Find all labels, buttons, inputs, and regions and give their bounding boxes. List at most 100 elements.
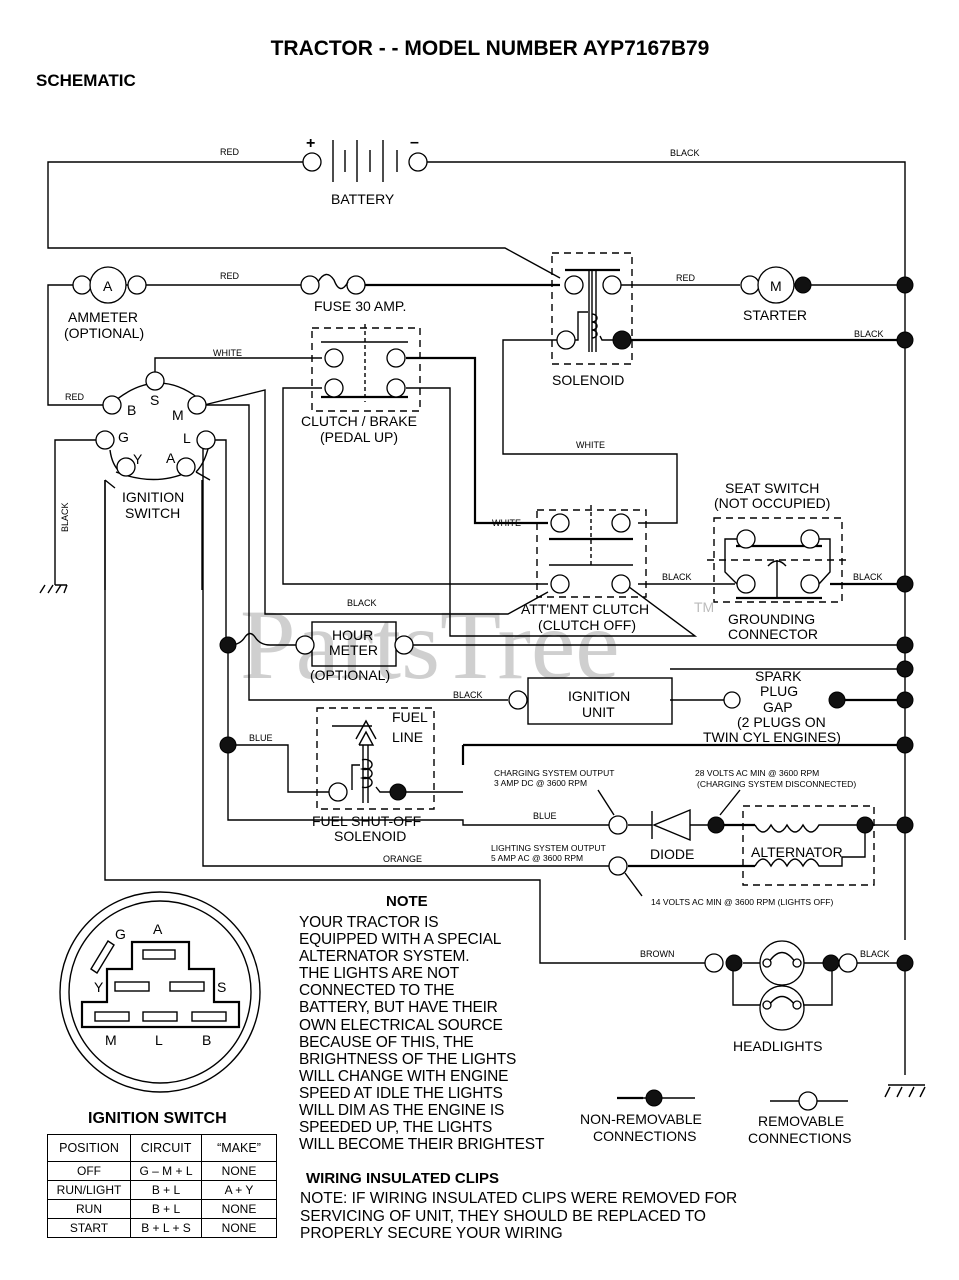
fuse: FUSE 30 AMP. [300, 273, 406, 314]
ignition-unit: IGNITION UNIT [508, 677, 673, 725]
note-line: WILL DIM AS THE ENGINE IS [299, 1102, 505, 1120]
wire-label-brown: BROWN [640, 949, 675, 959]
wires [47, 161, 906, 1075]
headlights: HEADLIGHTS [704, 940, 858, 1054]
note-line: SPEED AT IDLE THE LIGHTS [299, 1084, 503, 1102]
headlights-label: HEADLIGHTS [733, 1038, 822, 1054]
wire-label-black: BLACK [860, 949, 890, 959]
grounding-label: GROUNDING [728, 611, 815, 627]
fuse-label: FUSE 30 AMP. [314, 298, 406, 314]
column-header: CIRCUIT [130, 1134, 202, 1162]
fuel-solenoid-label2: SOLENOID [334, 828, 406, 844]
lighting-output-spec: 5 AMP AC @ 3600 RPM [491, 853, 583, 863]
solenoid-label: SOLENOID [552, 372, 624, 388]
attachment-clutch-switch: ATT'MENT CLUTCH (CLUTCH OFF) [521, 505, 649, 633]
wire-label-black: BLACK [853, 572, 883, 582]
wire-label-black: BLACK [453, 690, 483, 700]
battery: + – BATTERY [302, 134, 428, 207]
wire-label-white: WHITE [576, 440, 605, 450]
legend-non-removable-2: CONNECTIONS [593, 1128, 696, 1144]
ammeter-symbol: A [103, 278, 113, 294]
wire-label-red: RED [220, 147, 240, 157]
column-header: POSITION [47, 1134, 131, 1162]
volts28-note: (CHARGING SYSTEM DISCONNECTED) [697, 779, 856, 789]
ammeter: A AMMETER (OPTIONAL) [64, 266, 147, 341]
diode-label: DIODE [650, 846, 694, 862]
terminal-b: B [127, 402, 136, 418]
ammeter-label: AMMETER [68, 309, 138, 325]
clips-line: PROPERLY SECURE YOUR WIRING [300, 1225, 563, 1242]
ignition-unit-label: IGNITION [568, 688, 630, 704]
battery-label: BATTERY [331, 191, 395, 207]
ignition-unit-label2: UNIT [582, 704, 615, 720]
lighting-output-label: LIGHTING SYSTEM OUTPUT [491, 843, 606, 853]
spark-plug-note2: TWIN CYL ENGINES) [703, 729, 841, 745]
wire-label-black: BLACK [854, 329, 884, 339]
hour-meter: HOUR METER (OPTIONAL) [295, 621, 414, 683]
clips-note: NOTE: IF WIRING INSULATED CLIPS WERE REM… [300, 1190, 800, 1243]
seat-switch: SEAT SWITCH (NOT OCCUPIED) GROUNDING CON… [707, 480, 850, 642]
fuel-line-label2: LINE [392, 729, 423, 745]
clutch-brake-state: (PEDAL UP) [320, 429, 398, 445]
charging-output-label: CHARGING SYSTEM OUTPUT [494, 768, 614, 778]
ammeter-optional: (OPTIONAL) [64, 325, 144, 341]
watermark-tm: TM [694, 599, 714, 615]
spark-plug-note: (2 PLUGS ON [737, 714, 826, 730]
wire-labels: RED BLACK RED RED BLACK WHITE RED WHITE … [60, 147, 890, 959]
fuel-shutoff-solenoid: FUEL LINE FUEL SHUT-OFF SOLENOID [312, 707, 435, 844]
table-cell: NONE [201, 1161, 277, 1181]
legend-removable: REMOVABLE [758, 1113, 844, 1129]
table-cell: B + L [130, 1180, 202, 1200]
table-cell: RUN [47, 1199, 131, 1219]
note-line: EQUIPPED WITH A SPECIAL [299, 931, 502, 949]
table-row: OFF G – M + L NONE [47, 1161, 277, 1181]
grounding-label2: CONNECTOR [728, 626, 818, 642]
note-line: BRIGHTNESS OF THE LIGHTS [299, 1050, 517, 1068]
table-row: RUN/LIGHT B + L A + Y [47, 1180, 277, 1200]
table-cell: B + L [130, 1199, 202, 1219]
clips-line: NOTE: IF WIRING INSULATED CLIPS WERE REM… [300, 1190, 738, 1207]
att-clutch-state: (CLUTCH OFF) [538, 617, 636, 633]
clips-line: SERVICING OF UNIT, THEY SHOULD BE REPLAC… [300, 1207, 706, 1225]
table-header-row: POSITION CIRCUIT “MAKE” [47, 1134, 277, 1162]
ignition-table-title: IGNITION SWITCH [88, 1110, 227, 1127]
wire-label-red: RED [676, 273, 696, 283]
note-line: THE LIGHTS ARE NOT [299, 965, 460, 983]
spark-plug-label2: PLUG [760, 683, 798, 699]
terminal-l: L [183, 430, 191, 446]
wire-label-blue: BLUE [249, 733, 273, 743]
note-line: WILL BECOME THEIR BRIGHTEST [299, 1136, 545, 1154]
clutch-brake-label: CLUTCH / BRAKE [301, 413, 417, 429]
wire-label-red: RED [220, 271, 240, 281]
note-line: WILL CHANGE WITH ENGINE [299, 1067, 509, 1085]
battery-minus: – [410, 134, 419, 151]
ignition-switch-label2: SWITCH [125, 505, 180, 521]
ground-icon [39, 584, 68, 594]
wire-label-orange: ORANGE [383, 854, 422, 864]
table-cell: A + Y [201, 1180, 277, 1200]
wire-label-black: BLACK [670, 148, 700, 158]
legend-removable-2: CONNECTIONS [748, 1130, 851, 1146]
note-line: CONNECTED TO THE [299, 982, 455, 1000]
wire-label-black: BLACK [60, 502, 70, 532]
ignition-switch-table: POSITION CIRCUIT “MAKE” OFF G – M + L NO… [47, 1134, 277, 1238]
wire-label-white: WHITE [213, 348, 242, 358]
spark-plug-label: SPARK [755, 668, 802, 684]
note-line: BATTERY, BUT HAVE THEIR [299, 999, 498, 1017]
att-clutch-label: ATT'MENT CLUTCH [521, 601, 649, 617]
table-cell: NONE [201, 1218, 277, 1238]
note-line: BECAUSE OF THIS, THE [299, 1033, 474, 1051]
note-line: OWN ELECTRICAL SOURCE [299, 1016, 503, 1034]
alternator-note: YOUR TRACTOR IS EQUIPPED WITH A SPECIAL … [299, 914, 589, 1153]
ignition-connector-diagram: G A Y S M L B [59, 891, 261, 1093]
terminal-s: S [150, 392, 159, 408]
note-line: SPEEDED UP, THE LIGHTS [299, 1119, 493, 1137]
pin-s: S [217, 979, 226, 995]
starter: M STARTER [740, 266, 812, 323]
column-header: “MAKE” [201, 1134, 277, 1162]
wire-label-blue: BLUE [533, 811, 557, 821]
pin-y: Y [94, 979, 104, 995]
page-title: TRACTOR - - MODEL NUMBER AYP7167B79 [271, 37, 710, 60]
pin-l: L [155, 1032, 163, 1048]
hour-meter-label: HOUR [332, 627, 373, 643]
